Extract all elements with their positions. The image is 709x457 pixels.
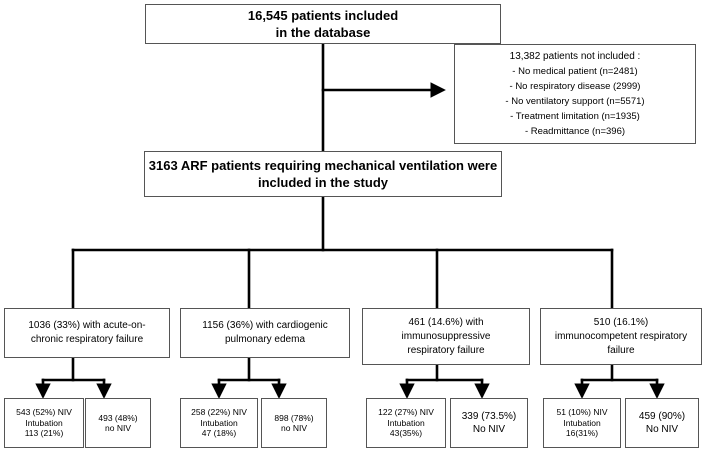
group-line: respiratory failure <box>407 344 485 356</box>
niv-line: Intubation <box>200 417 238 428</box>
study-cohort-line-1: 3163 ARF patients requiring mechanical v… <box>148 158 498 173</box>
group-box-immunocompetent: 510 (16.1%) immunocompetent respiratory … <box>540 308 702 365</box>
niv-box-group-2: 258 (22%) NIV Intubation 47 (18%) <box>180 398 258 448</box>
excluded-item: - Treatment limitation (n=1935) <box>510 111 640 122</box>
niv-line: 16(31%) <box>565 428 599 439</box>
no-niv-line: no NIV <box>281 423 307 433</box>
group-line: chronic respiratory failure <box>30 334 144 345</box>
niv-line: 543 (52%) NIV <box>16 407 72 418</box>
group-box-immunosuppressive: 461 (14.6%) with immunosuppressive respi… <box>362 308 530 365</box>
niv-line: Intubation <box>563 417 601 428</box>
group-line: immunosuppressive <box>401 330 491 342</box>
excluded-header: 13,382 patients not included : <box>509 51 641 62</box>
no-niv-line: no NIV <box>105 423 131 433</box>
niv-line: Intubation <box>25 417 63 428</box>
niv-line: 113 (21%) <box>24 428 64 439</box>
no-niv-box-group-2: 898 (78%) no NIV <box>261 398 327 448</box>
niv-box-group-1: 543 (52%) NIV Intubation 113 (21%) <box>4 398 84 448</box>
no-niv-line: No NIV <box>472 424 506 435</box>
excluded-patients-box: 13,382 patients not included : - No medi… <box>454 44 696 144</box>
included-database-box: 16,545 patients included in the database <box>145 4 501 44</box>
niv-line: 47 (18%) <box>201 428 237 439</box>
group-line: failure <box>607 344 635 356</box>
excluded-item: - No respiratory disease (2999) <box>509 81 641 92</box>
niv-line: 258 (22%) NIV <box>191 407 247 418</box>
no-niv-line: 493 (48%) <box>98 412 138 423</box>
niv-line: 43(35%) <box>389 428 423 439</box>
niv-line: Intubation <box>387 417 425 428</box>
group-line: 1156 (36%) with cardiogenic <box>202 320 328 331</box>
no-niv-box-group-4: 459 (90%) No NIV <box>625 398 699 448</box>
niv-box-group-4: 51 (10%) NIV Intubation 16(31%) <box>543 398 621 448</box>
group-box-cardiogenic: 1156 (36%) with cardiogenic pulmonary ed… <box>180 308 350 358</box>
included-database-line-1: 16,545 patients included <box>247 8 399 23</box>
group-line: 461 (14.6%) with <box>408 316 484 328</box>
included-database-line-2: in the database <box>275 25 371 40</box>
group-line: 1036 (33%) with acute-on- <box>28 320 146 331</box>
study-cohort-line-2: included in the study <box>257 175 388 190</box>
niv-line: 122 (27%) NIV <box>378 407 434 418</box>
no-niv-box-group-3: 339 (73.5%) No NIV <box>450 398 528 448</box>
no-niv-line: No NIV <box>645 424 679 435</box>
group-line: immunocompetent respiratory <box>554 330 688 342</box>
group-line: 510 (16.1%) <box>593 316 649 328</box>
excluded-item: - No medical patient (n=2481) <box>512 66 638 77</box>
study-cohort-box: 3163 ARF patients requiring mechanical v… <box>144 151 502 197</box>
no-niv-line: 339 (73.5%) <box>461 411 517 422</box>
group-box-acute-on-chronic: 1036 (33%) with acute-on- chronic respir… <box>4 308 170 358</box>
no-niv-line: 898 (78%) <box>274 412 314 423</box>
no-niv-box-group-1: 493 (48%) no NIV <box>85 398 151 448</box>
excluded-item: - Readmittance (n=396) <box>524 126 626 137</box>
no-niv-line: 459 (90%) <box>638 411 686 422</box>
group-line: pulmonary edema <box>224 334 306 345</box>
niv-line: 51 (10%) NIV <box>556 407 608 418</box>
niv-box-group-3: 122 (27%) NIV Intubation 43(35%) <box>366 398 446 448</box>
excluded-item: - No ventilatory support (n=5571) <box>505 96 645 107</box>
